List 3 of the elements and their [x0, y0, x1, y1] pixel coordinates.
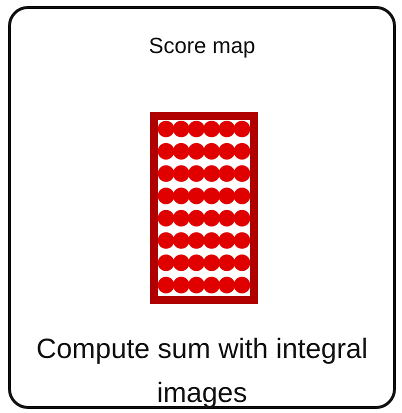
panel-box: [8, 6, 396, 409]
panel-heading: Score map: [148, 33, 256, 59]
panel-description: Compute sum with integral images: [35, 332, 369, 410]
